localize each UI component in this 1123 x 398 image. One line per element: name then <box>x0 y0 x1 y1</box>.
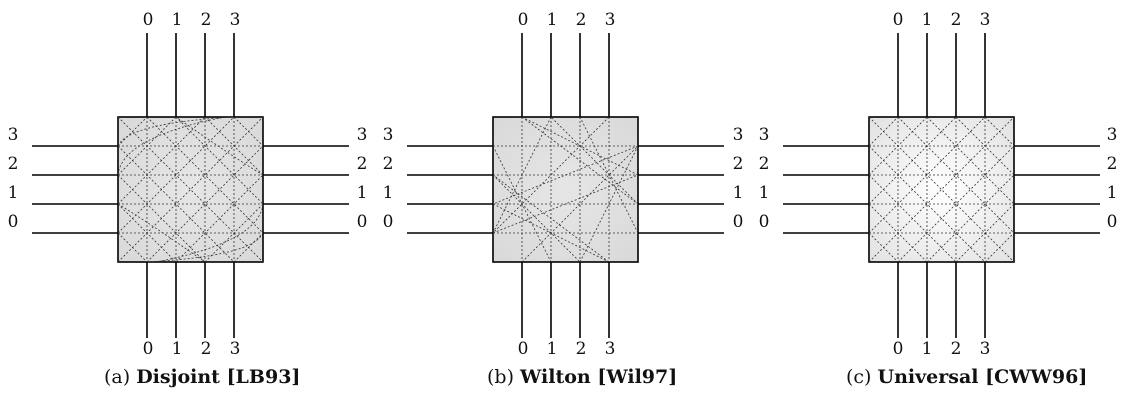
left-track-label-1: 1 <box>7 183 19 203</box>
top-track-label-0: 0 <box>892 10 904 30</box>
switch-wilton-line <box>521 116 639 205</box>
right-track-label-1: 1 <box>732 183 744 203</box>
switch-arc <box>117 203 206 263</box>
switch-diag-b <box>868 116 986 234</box>
top-track-label-0: 0 <box>142 10 154 30</box>
bottom-track-label-3: 3 <box>604 339 616 359</box>
bottom-track-label-0: 0 <box>142 339 154 359</box>
caption-c: (c) Universal [CWW96] <box>846 366 1087 388</box>
right-track-label-1: 1 <box>356 183 368 203</box>
caption-a-title: Disjoint [LB93] <box>136 366 301 388</box>
left-track-label-0: 0 <box>7 212 19 232</box>
top-track-label-1: 1 <box>171 10 183 30</box>
right-track-label-0: 0 <box>356 212 368 232</box>
top-track-label-1: 1 <box>546 10 558 30</box>
top-track-label-1: 1 <box>921 10 933 30</box>
switch-diag-a <box>868 145 986 263</box>
switch-diag-a <box>926 116 1015 205</box>
left-track-label-2: 2 <box>382 154 394 174</box>
switch-box-c <box>868 116 1015 263</box>
top-track-label-2: 2 <box>575 10 587 30</box>
caption-a-prefix: (a) <box>104 366 131 388</box>
switch-diag-a <box>897 116 1015 234</box>
caption-c-prefix: (c) <box>846 366 872 388</box>
switch-arc <box>117 116 235 147</box>
switch-wilton-line <box>492 174 610 263</box>
left-track-label-0: 0 <box>758 212 770 232</box>
bottom-track-label-2: 2 <box>200 339 212 359</box>
switch-diag-b <box>984 232 1015 263</box>
switch-diag-b <box>204 203 264 263</box>
switch-diag-a <box>955 116 1015 176</box>
left-track-label-3: 3 <box>382 125 394 145</box>
left-track-label-3: 3 <box>7 125 19 145</box>
switch-wilton-line <box>492 116 552 234</box>
switch-wilton-line <box>492 174 581 263</box>
bottom-track-label-2: 2 <box>950 339 962 359</box>
caption-b-prefix: (b) <box>487 366 514 388</box>
switch-wilton-line <box>550 116 639 205</box>
right-track-label-0: 0 <box>732 212 744 232</box>
left-track-label-1: 1 <box>758 183 770 203</box>
switch-diag-a <box>146 116 264 234</box>
left-track-label-0: 0 <box>382 212 394 232</box>
right-track-label-3: 3 <box>732 125 744 145</box>
switch-diag-b <box>233 232 264 263</box>
top-track-label-2: 2 <box>200 10 212 30</box>
right-track-label-1: 1 <box>1106 183 1118 203</box>
left-track-label-3: 3 <box>758 125 770 145</box>
bottom-track-label-0: 0 <box>892 339 904 359</box>
switch-wilton-line <box>492 116 610 234</box>
right-track-label-3: 3 <box>356 125 368 145</box>
switch-arc <box>155 203 264 263</box>
left-track-label-1: 1 <box>382 183 394 203</box>
switch-diag-a <box>984 116 1015 147</box>
bottom-track-label-2: 2 <box>575 339 587 359</box>
switch-diag-a <box>233 116 264 147</box>
switch-diag-b <box>117 116 235 234</box>
left-track-label-2: 2 <box>758 154 770 174</box>
switch-diag-b <box>175 174 264 263</box>
switch-diag-a <box>204 116 264 176</box>
switch-box-b <box>492 116 639 263</box>
bottom-track-label-1: 1 <box>921 339 933 359</box>
switch-box-a <box>117 116 264 263</box>
right-track-label-2: 2 <box>1106 154 1118 174</box>
bottom-track-label-1: 1 <box>546 339 558 359</box>
switch-diag-a <box>117 145 235 263</box>
switch-wilton-line <box>521 145 639 263</box>
bottom-track-label-3: 3 <box>229 339 241 359</box>
bottom-track-label-3: 3 <box>979 339 991 359</box>
caption-c-title: Universal [CWW96] <box>877 366 1088 388</box>
top-track-label-0: 0 <box>517 10 529 30</box>
switch-arc <box>175 116 264 176</box>
switch-arc <box>117 116 226 176</box>
switch-diag-a <box>175 116 264 205</box>
switch-wilton-line <box>579 145 639 263</box>
top-track-label-3: 3 <box>604 10 616 30</box>
bottom-track-label-1: 1 <box>171 339 183 359</box>
switch-arc <box>146 232 264 263</box>
left-track-label-2: 2 <box>7 154 19 174</box>
right-track-label-2: 2 <box>732 154 744 174</box>
switch-diag-b <box>897 145 1015 263</box>
right-track-label-0: 0 <box>1106 212 1118 232</box>
caption-b: (b) Wilton [Wil97] <box>487 366 677 388</box>
right-track-label-2: 2 <box>356 154 368 174</box>
top-track-label-3: 3 <box>979 10 991 30</box>
caption-a: (a) Disjoint [LB93] <box>104 366 300 388</box>
caption-b-title: Wilton [Wil97] <box>520 366 678 388</box>
switch-diag-b <box>146 145 264 263</box>
switch-diag-b <box>955 203 1015 263</box>
switch-diag-b <box>926 174 1015 263</box>
right-track-label-3: 3 <box>1106 125 1118 145</box>
top-track-label-3: 3 <box>229 10 241 30</box>
bottom-track-label-0: 0 <box>517 339 529 359</box>
top-track-label-2: 2 <box>950 10 962 30</box>
